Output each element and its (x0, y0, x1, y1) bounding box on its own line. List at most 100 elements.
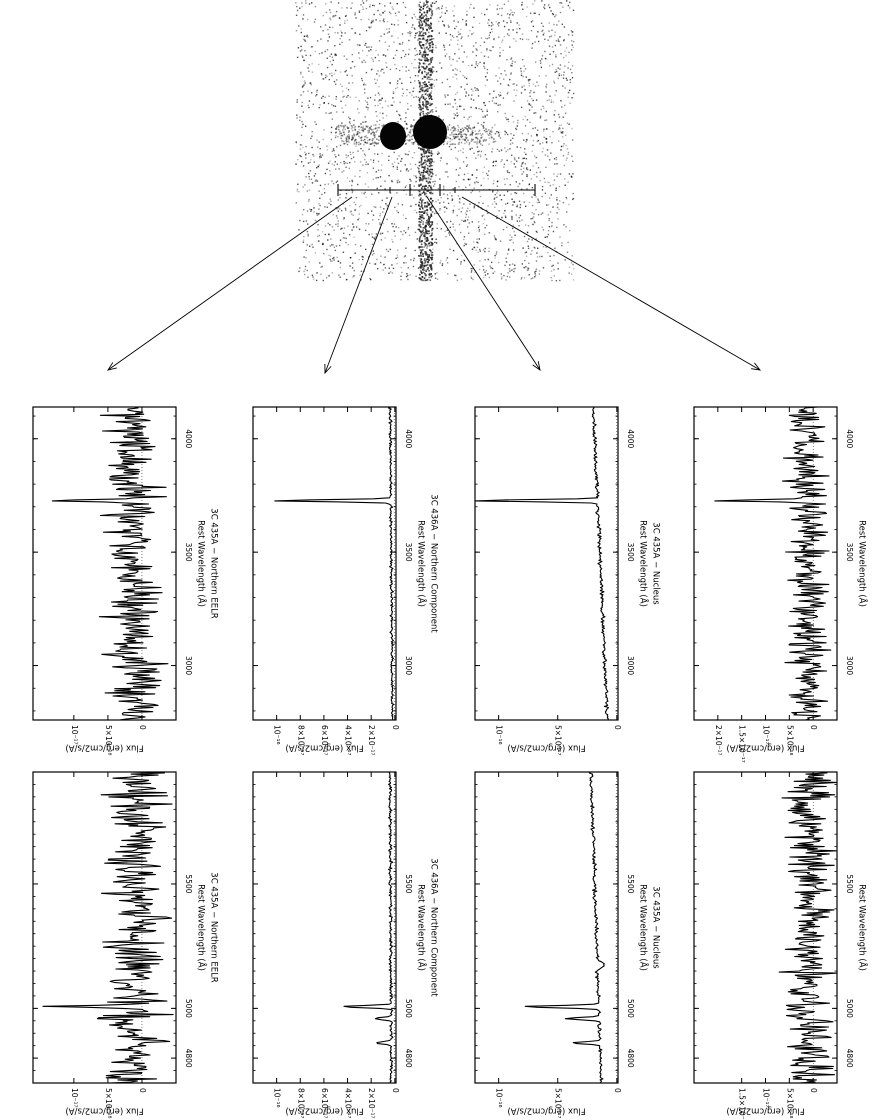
image-trace (430, 59, 432, 62)
image-speckle (366, 106, 369, 109)
image-speckle (368, 50, 370, 52)
image-speckle (513, 38, 515, 40)
image-speckle (413, 119, 415, 121)
image-speckle (494, 254, 496, 257)
image-band (351, 126, 354, 129)
image-band (482, 140, 485, 142)
image-speckle (444, 211, 446, 213)
image-speckle (499, 91, 502, 94)
image-speckle (434, 180, 436, 183)
image-speckle (383, 18, 385, 20)
image-speckle (443, 44, 445, 46)
image-speckle (379, 261, 382, 264)
image-speckle (300, 28, 302, 30)
image-speckle (425, 260, 427, 262)
image-band (370, 125, 372, 128)
image-speckle (545, 246, 547, 248)
image-band (367, 139, 369, 142)
image-speckle (391, 35, 393, 37)
image-speckle (469, 148, 471, 150)
image-trace (430, 95, 433, 98)
image-speckle (473, 7, 475, 9)
image-band (373, 141, 376, 143)
image-speckle (323, 78, 325, 80)
image-speckle (554, 247, 556, 249)
image-band (414, 140, 416, 143)
image-speckle (433, 70, 435, 72)
image-speckle (571, 40, 573, 42)
image-trace (426, 190, 428, 192)
image-speckle (365, 71, 368, 74)
image-speckle (412, 265, 415, 268)
image-speckle (482, 249, 485, 251)
image-speckle (338, 17, 341, 19)
image-speckle (484, 84, 486, 87)
image-speckle (450, 148, 452, 151)
image-speckle (371, 193, 373, 195)
wavelength-axis-label: Rest Wavelength (Å) (416, 520, 428, 607)
image-speckle (571, 72, 573, 74)
image-speckle (557, 40, 560, 42)
image-trace (418, 22, 421, 25)
image-speckle (464, 220, 467, 223)
wavelength-tick-label: 4800 (626, 1049, 635, 1068)
image-trace (418, 71, 420, 73)
image-speckle (327, 162, 330, 164)
image-speckle (472, 26, 474, 28)
image-speckle (531, 204, 534, 207)
image-speckle (518, 183, 521, 185)
image-band (358, 135, 360, 138)
image-speckle (555, 14, 557, 16)
image-speckle (525, 141, 527, 143)
image-speckle (545, 91, 547, 93)
image-speckle (491, 28, 493, 30)
image-band (368, 139, 371, 141)
image-trace (420, 159, 423, 162)
image-speckle (433, 161, 435, 163)
image-trace (425, 232, 427, 234)
image-speckle (562, 116, 564, 118)
image-speckle (415, 32, 417, 35)
image-speckle (320, 273, 322, 275)
image-speckle (458, 143, 460, 145)
image-trace (426, 57, 428, 60)
image-speckle (504, 133, 506, 136)
image-speckle (524, 68, 527, 70)
image-speckle (460, 261, 462, 263)
image-speckle (472, 130, 474, 132)
image-speckle (385, 203, 387, 205)
image-speckle (407, 170, 410, 172)
image-speckle (332, 214, 334, 216)
image-speckle (378, 123, 380, 126)
image-speckle (494, 206, 496, 208)
image-trace (431, 262, 434, 265)
image-trace (430, 61, 432, 64)
image-speckle (563, 39, 565, 42)
image-speckle (326, 168, 328, 171)
image-speckle (513, 163, 515, 165)
image-trace (418, 161, 421, 164)
image-trace (420, 95, 423, 97)
image-speckle (365, 223, 367, 225)
image-speckle (475, 61, 478, 63)
image-speckle (488, 100, 491, 103)
image-trace (426, 201, 429, 203)
image-trace (425, 270, 427, 272)
image-band (465, 137, 468, 140)
image-trace (425, 88, 428, 91)
image-band (376, 129, 379, 132)
image-speckle (370, 46, 373, 48)
image-speckle (372, 167, 375, 169)
image-trace (425, 0, 428, 2)
image-speckle (350, 210, 352, 213)
image-speckle (556, 24, 558, 26)
image-speckle (516, 28, 518, 30)
image-speckle (497, 4, 499, 6)
image-speckle (513, 157, 516, 159)
image-trace (427, 53, 429, 56)
image-speckle (565, 226, 567, 228)
image-speckle (512, 121, 515, 123)
image-speckle (377, 268, 379, 270)
image-speckle (316, 272, 318, 274)
image-speckle (333, 149, 335, 152)
